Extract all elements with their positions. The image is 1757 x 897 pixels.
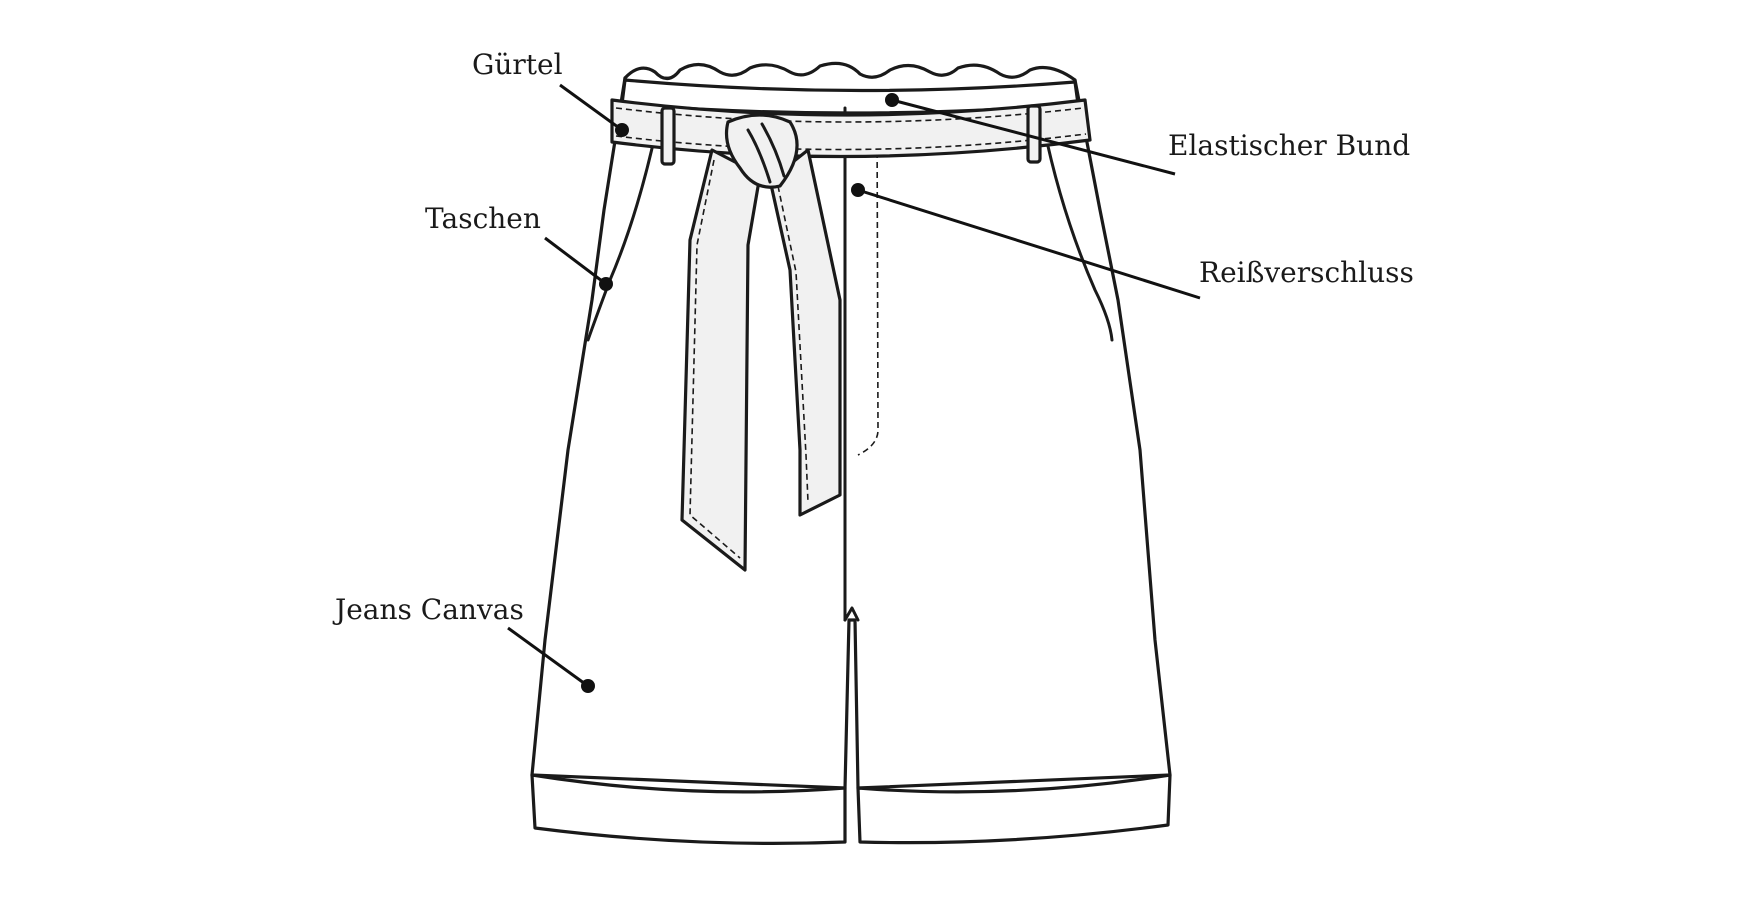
label-fabric: Jeans Canvas [335,593,524,626]
label-pockets: Taschen [425,202,541,235]
leader-fabric [507,626,589,688]
dot-zipper [851,183,865,197]
dot-waistband [885,93,899,107]
leader-zipper [857,188,1201,300]
leader-waistband [891,98,1176,176]
label-waistband: Elastischer Bund [1168,129,1411,162]
leader-belt [559,83,623,132]
dot-pockets [599,277,613,291]
dot-belt [615,123,629,137]
leader-pockets [544,236,607,286]
label-belt: Gürtel [472,48,563,81]
dot-fabric [581,679,595,693]
shorts-body [530,61,1172,845]
label-zipper: Reißverschluss [1199,256,1414,289]
leader-lines [507,83,1201,693]
belt-tie [680,113,842,572]
